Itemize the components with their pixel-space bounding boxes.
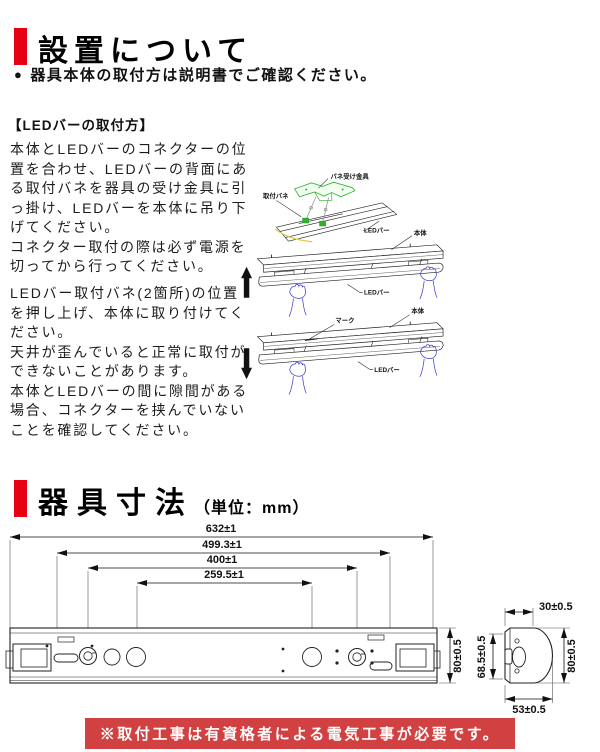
bullet-icon: ● <box>14 67 24 82</box>
warning-banner: ※取付工事は有資格者による電気工事が必要です。 <box>85 718 515 749</box>
installation-diagrams: バネ受け金具 取付バネ LEDバー 本体 LEDバー マーク 本体 LEDバー <box>241 172 600 485</box>
label-body: 本体 <box>414 228 427 237</box>
label-body: 本体 <box>411 306 424 315</box>
fixture-side-view: 30±0.5 68.5±0.5 80±0.5 53±0.5 <box>476 601 578 716</box>
keyhole-knockout <box>348 648 366 666</box>
notice-line: ● 器具本体の取付方は説明書でご確認ください。 <box>14 64 377 85</box>
install-text: コネクター取付の際は必ず電源を切ってから行ってください。 <box>10 238 247 275</box>
notice-text: 器具本体の取付方は説明書でご確認ください。 <box>30 67 377 84</box>
down-arrow-icon <box>241 348 253 380</box>
section-accent-bar <box>14 480 27 517</box>
install-subheading: 【LEDバーの取付方】 <box>8 118 154 133</box>
label-led-bar: LEDバー <box>364 289 390 297</box>
section-accent-bar <box>14 28 27 65</box>
install-text: 天井が歪んでいると正常に取付ができないことがあります。 <box>10 343 247 380</box>
dim-side-height-right: 80±0.5 <box>566 639 578 673</box>
spring-bracket-detail-diagram: バネ受け金具 取付バネ LEDバー <box>263 172 398 243</box>
small-holes <box>45 644 374 673</box>
spring-receiver-plate <box>293 181 356 201</box>
install-paragraph-2: LEDバー取付バネ(2箇所)の位置を押し上げ、本体に取り付けてください。 天井が… <box>10 284 250 440</box>
dimensions-heading: 器具寸法 （単位：mm） <box>38 478 309 522</box>
label-led-bar: LEDバー <box>374 366 400 374</box>
dim-pitch-b: 400±1 <box>207 554 238 566</box>
label-led-bar: LEDバー <box>364 227 390 235</box>
label-mark: マーク <box>335 316 354 325</box>
assembly-step-up-diagram: 本体 LEDバー <box>241 228 443 317</box>
install-text: 本体とLEDバーのコネクターの位置を合わせ、LEDバーの背面にある取付バネを器具… <box>10 141 249 235</box>
diffuser-edge <box>274 228 313 243</box>
page-title: 設置について <box>38 35 254 68</box>
assembly-step-attach-diagram: マーク 本体 LEDバー <box>241 306 443 395</box>
dim-pitch-a: 499.3±1 <box>202 539 242 551</box>
dim-height: 80±0.5 <box>452 639 464 673</box>
dim-side-depth-top: 30±0.5 <box>539 601 573 613</box>
keyhole-knockout <box>79 647 97 665</box>
dim-side-height-left: 68.5±0.5 <box>476 636 488 679</box>
label-mounting-spring: 取付バネ <box>263 191 289 200</box>
install-paragraph-1: 本体とLEDバーのコネクターの位置を合わせ、LEDバーの背面にある取付バネを器具… <box>10 140 250 277</box>
dimensions-title: 器具寸法 <box>38 487 194 520</box>
height-dimension: 80±0.5 <box>439 627 464 684</box>
dimension-drawing: 632±1 499.3±1 400±1 259.5±1 <box>5 523 578 716</box>
warning-text: ※取付工事は有資格者による電気工事が必要です。 <box>99 726 501 743</box>
install-text: LEDバー取付バネ(2箇所)の位置を押し上げ、本体に取り付けてください。 <box>10 285 246 340</box>
dimensions-unit-note: （単位：mm） <box>194 500 310 517</box>
mounting-spring-wires <box>305 196 330 223</box>
dim-overall-length: 632±1 <box>206 523 237 535</box>
alignment-mark <box>304 338 318 341</box>
dim-side-width-bottom: 53±0.5 <box>512 704 546 716</box>
install-text: 本体とLEDバーの間に隙間がある場合、コネクターを挟んでいないことを確認してくだ… <box>10 382 249 438</box>
dim-pitch-c: 259.5±1 <box>204 569 244 581</box>
fixture-front-view <box>5 627 441 684</box>
up-arrow-icon <box>241 266 253 298</box>
length-dimensions: 632±1 499.3±1 400±1 259.5±1 <box>10 523 433 586</box>
label-spring-receiver: バネ受け金具 <box>331 172 370 181</box>
